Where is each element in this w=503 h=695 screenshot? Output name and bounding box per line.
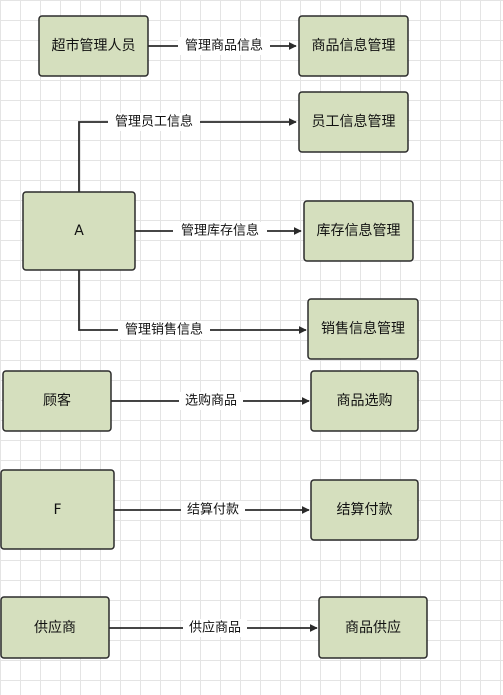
edge-label-manage-inventory-info: 管理库存信息: [181, 223, 259, 239]
node-product-supply[interactable]: 商品供应: [318, 596, 428, 659]
svg-text:商品供应: 商品供应: [345, 619, 401, 636]
node-a[interactable]: A: [22, 191, 136, 271]
edge-a-to-inventory-info: 管理库存信息: [135, 222, 302, 240]
svg-text:销售信息管理: 销售信息管理: [321, 320, 405, 337]
svg-text:库存信息管理: 库存信息管理: [317, 222, 401, 239]
node-employee-info-mgmt[interactable]: 员工信息管理: [298, 91, 409, 153]
node-sales-info-mgmt[interactable]: 销售信息管理: [307, 298, 419, 360]
edge-label-manage-product-info: 管理商品信息: [185, 38, 263, 54]
node-checkout-payment[interactable]: 结算付款: [310, 479, 419, 541]
node-supplier[interactable]: 供应商: [0, 596, 110, 659]
svg-text:员工信息管理: 员工信息管理: [312, 113, 396, 130]
edge-label-manage-employee-info: 管理员工信息: [115, 114, 193, 130]
node-customer[interactable]: 顾客: [2, 370, 112, 432]
svg-text:超市管理人员: 超市管理人员: [52, 37, 136, 54]
svg-text:供应商: 供应商: [34, 619, 76, 636]
svg-text:A: A: [74, 223, 84, 239]
node-supermarket-admin[interactable]: 超市管理人员: [38, 15, 149, 77]
node-f[interactable]: F: [0, 469, 115, 550]
edge-a-to-sales-info: 管理销售信息: [78, 270, 307, 339]
edge-label-supply-products: 供应商品: [189, 620, 241, 636]
edge-label-select-products: 选购商品: [185, 393, 237, 409]
edge-customer-to-product-selection: 选购商品: [111, 392, 310, 410]
node-product-selection[interactable]: 商品选购: [310, 370, 419, 432]
edge-a-to-employee-info: 管理员工信息: [78, 113, 297, 192]
edge-supermarket-admin-to-product-info: 管理商品信息: [148, 37, 297, 55]
edge-label-checkout-pay: 结算付款: [187, 503, 239, 518]
edge-f-to-checkout: 结算付款: [114, 501, 310, 519]
node-product-info-mgmt[interactable]: 商品信息管理: [298, 15, 409, 77]
svg-text:F: F: [53, 502, 61, 518]
svg-text:顾客: 顾客: [43, 392, 71, 409]
edge-label-manage-sales-info: 管理销售信息: [125, 322, 203, 338]
svg-text:商品选购: 商品选购: [337, 393, 393, 409]
svg-text:结算付款: 结算付款: [337, 502, 393, 518]
edge-supplier-to-product-supply: 供应商品: [109, 619, 318, 637]
svg-text:商品信息管理: 商品信息管理: [312, 37, 396, 54]
node-inventory-info-mgmt[interactable]: 库存信息管理: [303, 200, 414, 262]
